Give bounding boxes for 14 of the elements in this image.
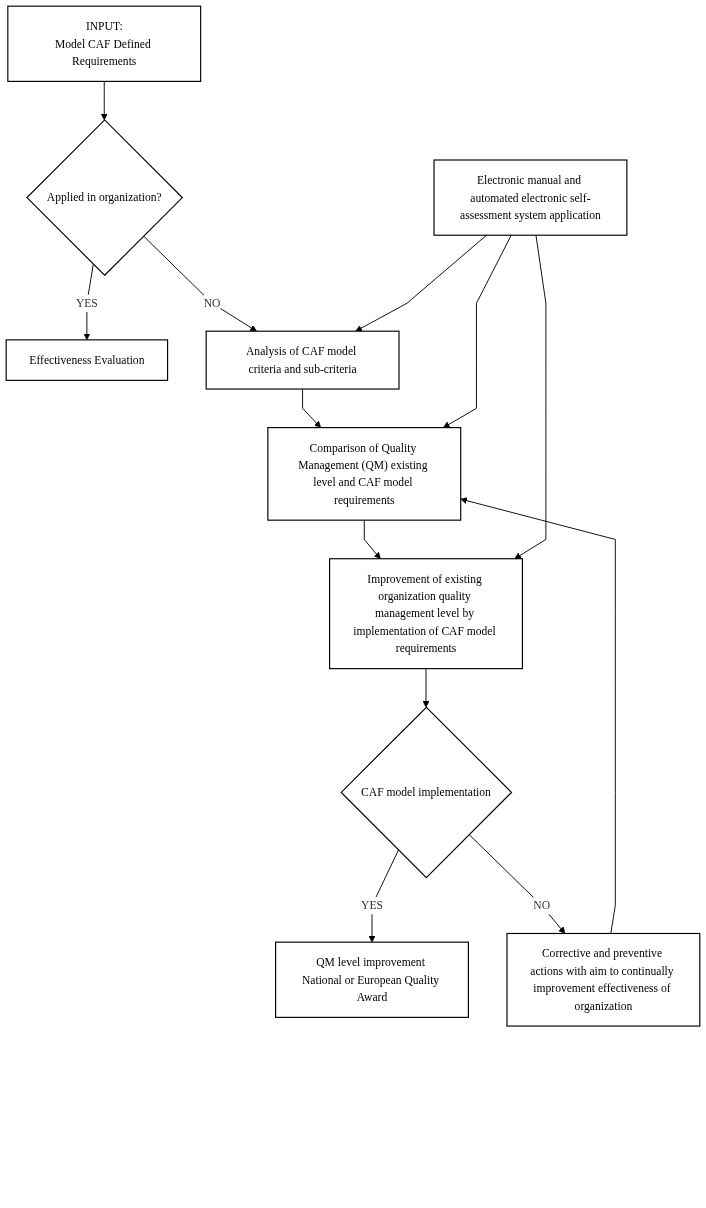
- node-diamond: Applied in organization?: [26, 119, 184, 277]
- node-box: INPUT: Model CAF Defined Requirements: [7, 5, 202, 82]
- edge-label: YES: [75, 296, 98, 310]
- node-box: Corrective and preventive actions with aim to continually improvement effectiveness of organization: [506, 932, 701, 1027]
- node-box: Electronic manual and automated electronic self-assessment system application: [433, 159, 628, 236]
- edge-label: NO: [533, 899, 551, 912]
- node-diamond: CAF model implementation: [340, 706, 513, 879]
- node-box: Improvement of existing organization quality management level by implementation of CAF model requirements: [329, 558, 523, 670]
- node-box: Effectiveness Evaluation: [5, 339, 169, 381]
- edge-label: NO: [203, 296, 221, 310]
- edge-label: YES: [361, 899, 383, 912]
- node-box: Comparison of Quality Management (QM) existing level and CAF model requirements: [267, 427, 462, 521]
- node-box: QM level improvement National or European Quality Award: [275, 941, 469, 1018]
- node-box: Analysis of CAF model criteria and sub-criteria: [205, 330, 400, 390]
